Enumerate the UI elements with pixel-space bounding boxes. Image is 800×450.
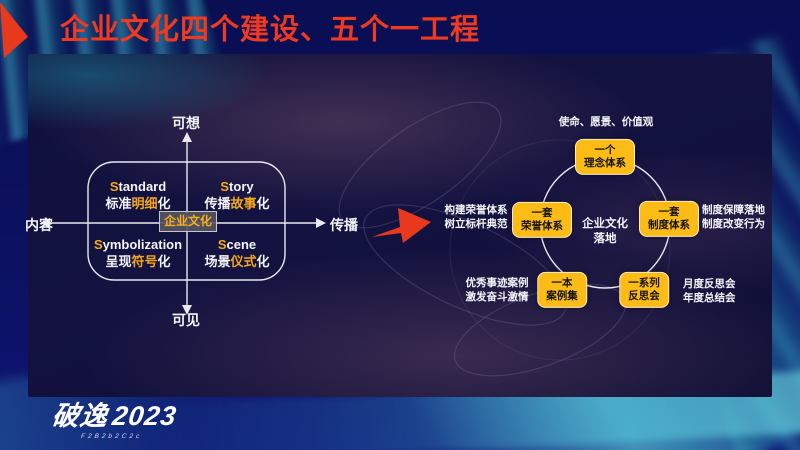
note-line: 制度改变行为 <box>702 217 765 230</box>
node-line: 一套 <box>658 205 680 218</box>
axis-label-bottom: 可见 <box>172 312 200 328</box>
quadrant-cell-zh-label: 传播故事化 <box>204 195 270 211</box>
axis-arrowheads <box>40 132 326 315</box>
cycle-note-concept: 使命、愿景、价值观 <box>559 116 654 130</box>
note-line: 树立标杆典范 <box>444 217 508 230</box>
node-line: 制度体系 <box>648 219 690 231</box>
quadrant-cell-zh-label: 场景仪式化 <box>204 253 270 269</box>
cycle-note-meetings: 月度反思会 年度总结会 <box>683 278 736 305</box>
note-line: 激发奋斗激情 <box>465 290 529 303</box>
quadrant-cell-zh-label: 标准明细化 <box>105 195 171 211</box>
brand-logo-name: 破逸 <box>50 401 111 431</box>
quadrant-cell-en-label: Standard <box>109 179 167 194</box>
cycle-node-honor-system: 一套 荣誉体系 <box>512 201 572 239</box>
node-line: 反思会 <box>628 290 660 302</box>
brand-logo-year: 2023 <box>110 401 179 431</box>
quadrant-cell-en-label: Story <box>220 179 254 194</box>
note-line: 制度保障落地 <box>702 204 765 216</box>
axis-label-right: 传播 <box>330 217 358 233</box>
quadrant-cell-standard: Standard 标准明细化 <box>89 179 187 212</box>
node-line: 荣誉体系 <box>521 220 563 232</box>
cycle-node-institution-system: 一套 制度体系 <box>639 200 699 238</box>
quadrant-cell-en-label: Symbolization <box>93 237 183 252</box>
cycle-note-honor: 构建荣誉体系 树立标杆典范 <box>445 204 508 231</box>
axis-label-left: 内容 <box>25 217 53 233</box>
quadrant-cell-scene: Scene 场景仪式化 <box>188 237 286 270</box>
cycle-node-reflection-meetings: 一系列 反思会 <box>619 271 669 309</box>
node-line: 一套 <box>531 206 553 219</box>
note-line: 使命、愿景、价值观 <box>558 116 654 128</box>
quadrant-cell-en-label: Scene <box>217 237 257 252</box>
note-line: 年度总结会 <box>683 291 736 304</box>
quadrant-cell-zh-label: 呈现符号化 <box>105 253 171 269</box>
transition-arrow-icon <box>372 208 431 243</box>
cycle-note-cases: 优秀事迹案例 激发奋斗激情 <box>466 277 529 304</box>
note-line: 构建荣誉体系 <box>444 204 508 216</box>
node-line: 一系列 <box>628 276 660 289</box>
cycle-center-line: 落地 <box>593 232 617 245</box>
note-line: 月度反思会 <box>683 278 736 290</box>
brand-logo-subtext: F2B2b2C2c <box>80 433 143 440</box>
node-line: 一本 <box>551 276 573 289</box>
quadrant-cell-symbolization: Symbolization 呈现符号化 <box>89 237 187 270</box>
cycle-node-case-collection: 一本 案例集 <box>537 271 587 309</box>
note-line: 优秀事迹案例 <box>465 277 529 289</box>
cycle-center-line: 企业文化 <box>582 218 628 230</box>
quadrant-cell-story: Story 传播故事化 <box>188 179 286 212</box>
quadrant-center-chip: 企业文化 <box>159 211 217 232</box>
page-title: 企业文化四个建设、五个一工程 <box>60 14 481 46</box>
cycle-node-concept-system: 一个 理念体系 <box>575 138 635 176</box>
cycle-note-institution: 制度保障落地 制度改变行为 <box>702 204 765 231</box>
brand-logo: 破逸 2023 F2B2b2C2c <box>49 394 180 440</box>
node-line: 一个 <box>594 143 616 156</box>
node-line: 理念体系 <box>584 157 626 169</box>
axis-label-top: 可想 <box>172 115 200 131</box>
cycle-center-label: 企业文化 落地 <box>582 217 628 247</box>
node-line: 案例集 <box>546 290 578 302</box>
